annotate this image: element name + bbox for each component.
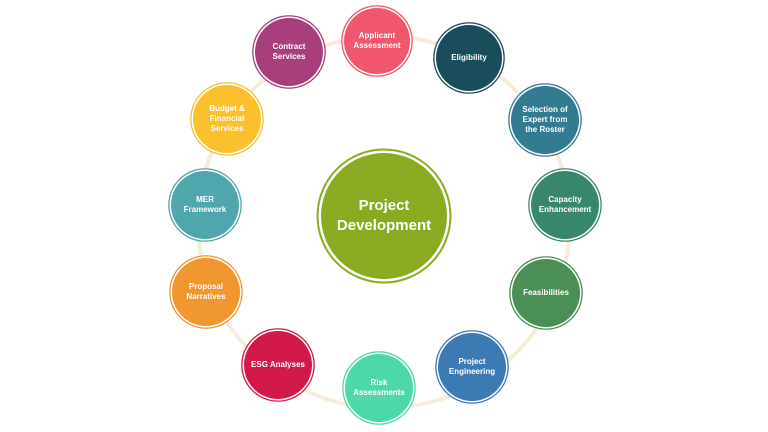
center-label: Project Development	[336, 197, 432, 234]
node-label: ESG Analyses	[251, 360, 305, 369]
node-feasibilities: Feasibilities	[512, 259, 580, 327]
node-label: Project Engineering	[448, 357, 496, 376]
node-proposal-narratives: Proposal Narratives	[172, 258, 240, 326]
node-mer-framework: MER Framework	[171, 171, 239, 239]
node-label: Capacity Enhancement	[538, 195, 592, 214]
node-risk-assessments: Risk Assessments	[345, 354, 413, 422]
node-label: Contract Services	[272, 42, 306, 61]
node-label: Budget & Financial Services	[209, 104, 245, 133]
node-label: Selection of Expert from the Roster	[522, 105, 568, 134]
node-label: MER Framework	[183, 195, 227, 214]
node-label: Applicant Assessment	[353, 31, 401, 50]
node-label: Proposal Narratives	[186, 282, 226, 301]
node-applicant-assessment: Applicant Assessment	[344, 8, 410, 74]
node-capacity-enhancement: Capacity Enhancement	[531, 171, 599, 239]
node-project-engineering: Project Engineering	[438, 333, 506, 401]
node-eligibility: Eligibility	[436, 25, 502, 91]
node-contract-services: Contract Services	[255, 18, 323, 86]
node-selection-of-expert: Selection of Expert from the Roster	[511, 86, 579, 154]
node-label: Eligibility	[451, 53, 487, 62]
node-esg-analyses: ESG Analyses	[244, 331, 312, 399]
node-label: Risk Assessments	[353, 378, 405, 397]
node-label: Feasibilities	[523, 288, 569, 297]
center-hub: Project Development	[321, 153, 447, 279]
node-budget-financial-services: Budget & Financial Services	[193, 85, 261, 153]
